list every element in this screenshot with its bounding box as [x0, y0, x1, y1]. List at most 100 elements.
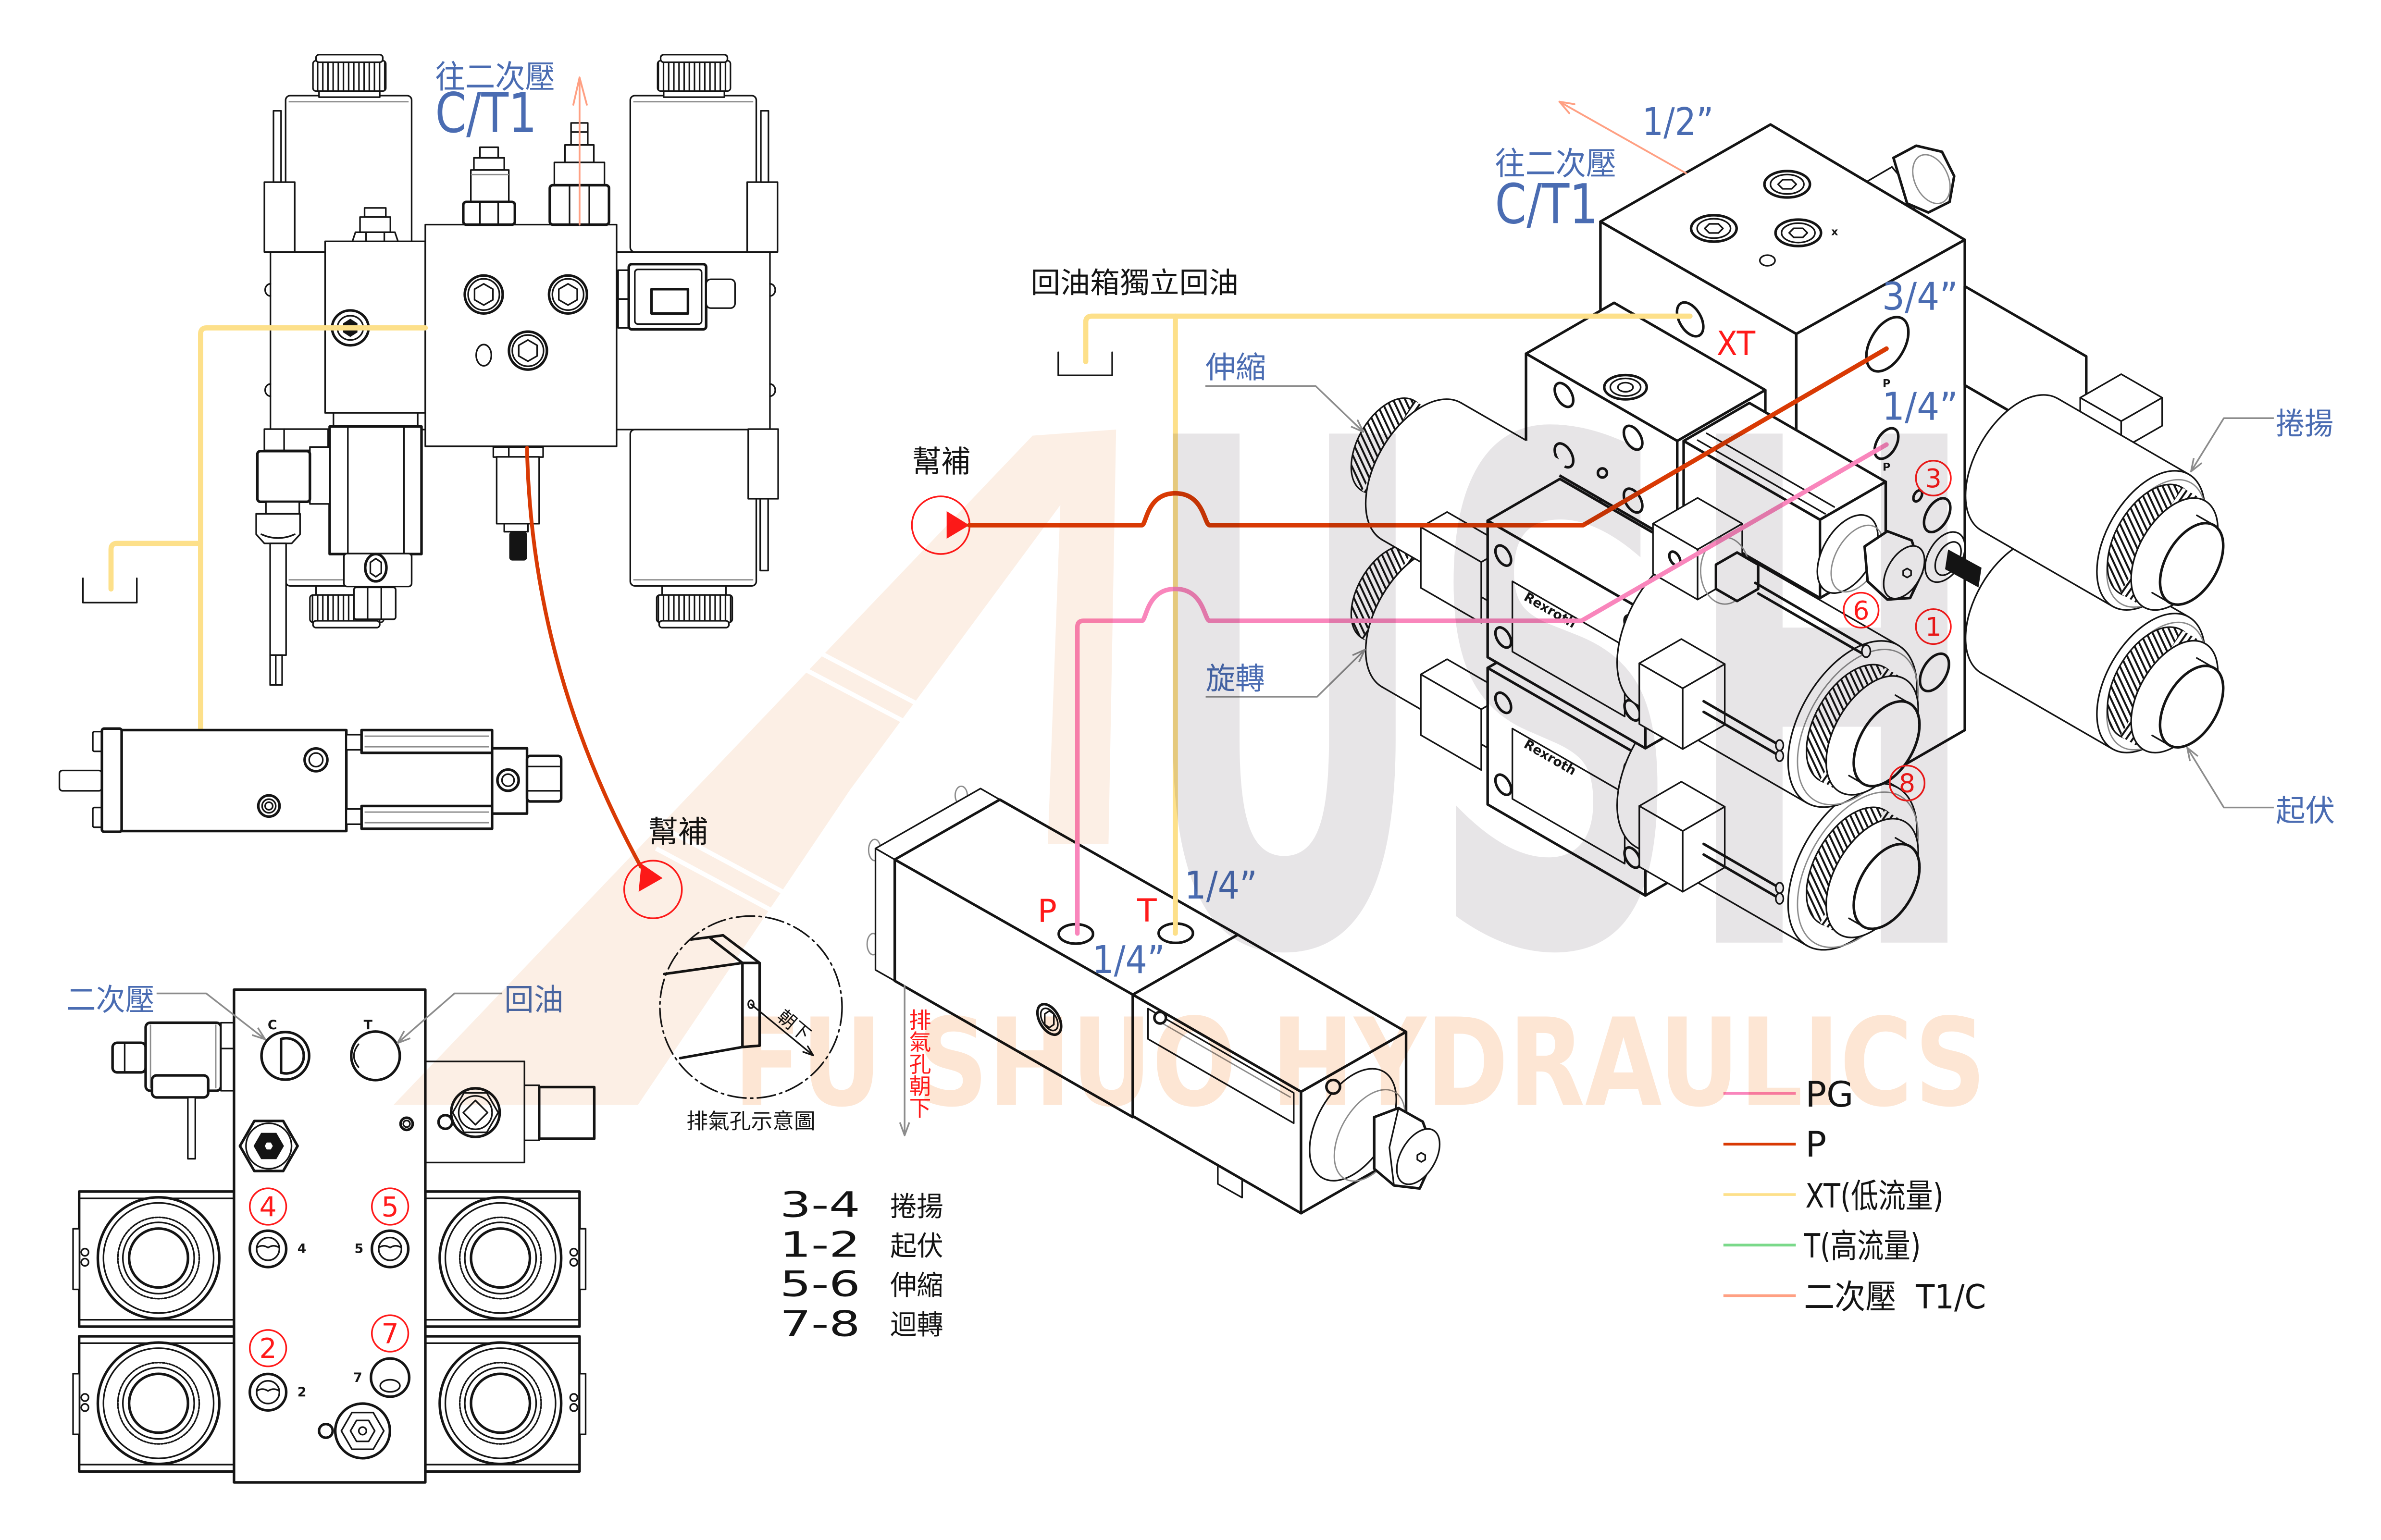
threaded-stud	[509, 531, 527, 561]
nut-facets	[1389, 1107, 1400, 1186]
work-port-1	[1919, 652, 1950, 693]
pg-port-mark: P	[1883, 461, 1890, 473]
switch-box	[150, 1074, 210, 1099]
cap-face	[2158, 522, 2225, 606]
coil-bracket	[746, 181, 779, 253]
port-t-label: T	[364, 1018, 373, 1033]
secondary-pressure-arrowhead-iso	[1558, 100, 1575, 114]
cap-face	[1852, 842, 1921, 930]
coil-body	[629, 95, 757, 253]
bolt-hole	[1494, 691, 1513, 715]
switch-cable	[269, 542, 287, 656]
slew-label: 旋轉	[1206, 661, 1265, 696]
bolt-hole	[1494, 544, 1513, 567]
port-inner	[256, 1236, 280, 1261]
top-port-core	[1617, 382, 1634, 393]
vent-detail-caption: 排氣孔示意圖	[686, 1109, 816, 1134]
function-table: 3-4 捲揚 1-2 起伏 5-6 伸縮 7-8 迴轉	[780, 1185, 943, 1345]
plug-flange	[617, 298, 630, 329]
function-row-ports: 5-6	[780, 1265, 860, 1305]
plug-window	[650, 288, 690, 315]
vent-arrowhead	[802, 1045, 814, 1057]
legend-label-p: P	[1805, 1125, 1826, 1165]
cap-face	[1852, 700, 1921, 788]
cap-screw	[508, 330, 548, 371]
function-row-ports: 3-4	[780, 1185, 860, 1226]
tank-return-label: 回油箱獨立回油	[1030, 267, 1239, 300]
port-callout-8: 8	[1899, 768, 1915, 799]
coil-housing-lower-left	[72, 1335, 236, 1473]
hex-socket	[518, 339, 538, 362]
coil-housing-upper-left	[72, 1190, 236, 1328]
cap-screw-inner	[511, 334, 545, 367]
solenoid-right-lower	[629, 428, 779, 628]
p-port-mark: P	[1883, 378, 1890, 390]
port-callout-3: 3	[1925, 463, 1942, 493]
function-row-name: 迴轉	[890, 1309, 943, 1341]
luffing-leader-arrowhead	[2186, 747, 2199, 762]
coil-body	[285, 95, 413, 253]
bolt-hole	[1553, 382, 1575, 408]
hex-socket	[1044, 1010, 1055, 1029]
top-port-ring	[1609, 377, 1642, 397]
p-port-size: 1/4”	[1092, 938, 1165, 982]
connector-pins	[1702, 700, 1781, 757]
t-port-label: T	[1137, 891, 1157, 929]
coil-neck	[318, 90, 381, 98]
pin-hole	[1759, 254, 1776, 267]
housing-tab	[579, 1373, 587, 1435]
work-port-3	[1922, 497, 1952, 534]
switch-flange	[220, 1022, 235, 1049]
secondary-pressure-label: 二次壓	[66, 982, 154, 1017]
secondary-port-label: C/T1	[1495, 172, 1598, 236]
coil-ring	[102, 1347, 215, 1459]
nut-facets	[479, 201, 499, 226]
slew-leader	[1205, 649, 1366, 698]
plug-gland	[705, 278, 736, 309]
telescope-leader-arrowhead	[1351, 419, 1364, 433]
coil-housing-lower-right	[424, 1335, 587, 1473]
knurled-nut-rim	[312, 620, 381, 628]
coil-cap	[127, 1227, 189, 1289]
coil-silhouette	[1980, 397, 2190, 607]
winch-leader	[2190, 417, 2274, 472]
coil-housing-upper-right	[424, 1190, 587, 1328]
port-ring	[248, 1229, 288, 1269]
hex-socket	[558, 283, 578, 306]
rod-end	[1861, 644, 1872, 658]
fitting-tip	[363, 207, 387, 218]
secondary-leader	[156, 992, 266, 1040]
pin-hole	[475, 344, 492, 367]
port-callout-circle	[248, 1187, 287, 1226]
body-screw-inner	[1040, 1007, 1059, 1032]
legend: PG P XT(低流量) T(高流量) 二次壓 T1/C	[1723, 1075, 1986, 1317]
secondary-port-size: 1/2”	[1642, 100, 1713, 144]
port-c-inner	[280, 1037, 305, 1075]
hex-socket	[1777, 179, 1798, 190]
knurl-ring	[459, 1362, 542, 1445]
work-port-2: 2 2	[248, 1329, 306, 1412]
coil-bracket-rod	[759, 498, 769, 572]
xt-line-tank-branch	[108, 541, 203, 592]
knurl-ring	[464, 1367, 537, 1440]
port-orifice	[378, 1245, 402, 1249]
small-screw	[437, 1114, 454, 1130]
work-port-5: 5 5	[355, 1187, 410, 1269]
knurl-ring	[117, 1216, 200, 1300]
logo-letters: USH	[1141, 295, 1980, 1108]
cap-screw	[463, 274, 504, 315]
function-row-ports: 7-8	[780, 1304, 860, 1344]
t-port-size: 1/4”	[1184, 863, 1257, 908]
connector-rail	[1147, 1008, 1295, 1124]
housing-lines	[149, 1024, 217, 1088]
knurled-nut-rim	[658, 620, 730, 628]
fitting-lock-nut	[503, 523, 529, 533]
pin-end	[1775, 750, 1785, 762]
knurled-nut	[656, 594, 733, 623]
company-name: FU SHUO HYDRAULICS	[733, 992, 1986, 1134]
switch-cable	[187, 1096, 196, 1160]
coil-neck	[661, 585, 727, 596]
logo-stripes	[655, 647, 937, 918]
hex-fitting-inner	[349, 1419, 376, 1442]
